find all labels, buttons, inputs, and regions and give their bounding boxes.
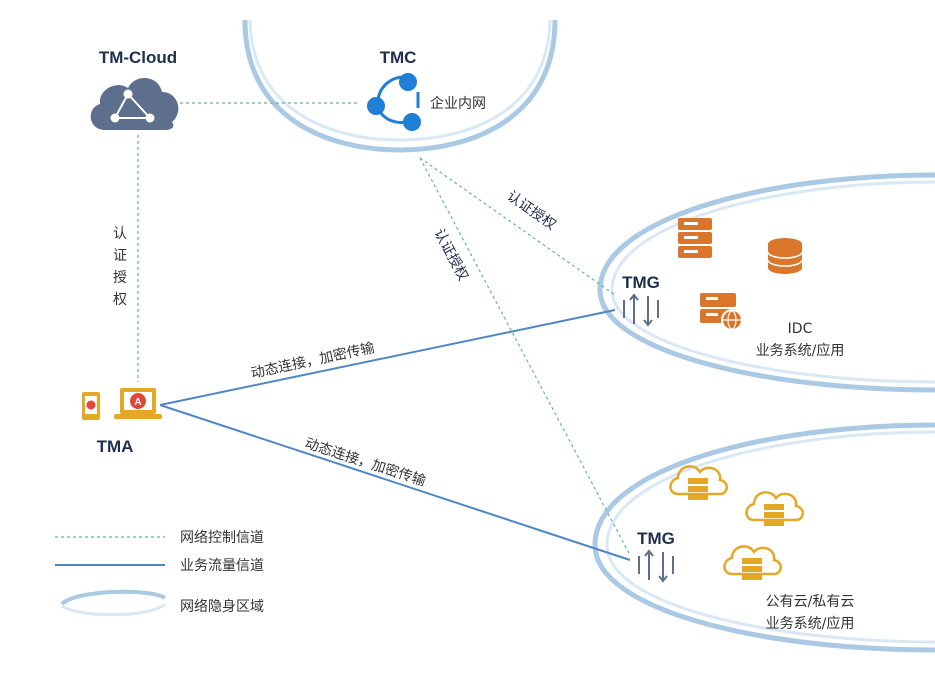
auth-label-cloud-tma: 认 证 授 权 <box>113 226 127 308</box>
svg-text:授: 授 <box>113 270 127 286</box>
gateway-icon <box>623 293 659 327</box>
tm-cloud-title: TM-Cloud <box>99 48 177 67</box>
mobile-app-icon <box>82 392 100 420</box>
auth-label-tmc-tmg-idc: 认证授权 <box>504 188 559 233</box>
tma-node: A TMA <box>82 388 162 456</box>
legend-zone-arc <box>60 589 167 617</box>
cloud-server-icon <box>669 465 728 500</box>
server-rack-icon <box>678 218 712 258</box>
control-line-tmc-tmg-idc <box>419 157 616 296</box>
tmg-cloud-title: TMG <box>637 529 675 548</box>
idc-stealth-zone <box>597 172 935 393</box>
control-channel-lines <box>137 102 631 556</box>
database-icon <box>767 238 803 274</box>
legend: 网络控制信道 业务流量信道 网络隐身区域 <box>55 530 264 617</box>
cloud-stealth-zone <box>592 422 935 653</box>
legend-control-label: 网络控制信道 <box>180 530 264 546</box>
tmg-cloud-node: TMG <box>637 529 675 583</box>
cloud-zone-title: 公有云/私有云 <box>766 594 855 610</box>
tmg-idc-title: TMG <box>622 273 660 292</box>
tmc-intranet-label: 企业内网 <box>430 95 486 112</box>
web-server-icon <box>700 293 743 331</box>
traffic-label-cloud: 动态连接，加密传输 <box>303 435 428 490</box>
share-nodes-icon <box>367 73 421 131</box>
control-line-tmc-tmg-cloud <box>419 157 631 556</box>
laptop-app-icon: A <box>114 388 162 419</box>
svg-text:A: A <box>134 397 141 408</box>
traffic-line-tma-tmg-cloud <box>159 404 631 561</box>
auth-label-tmc-tmg-cloud: 认证授权 <box>430 226 470 283</box>
cloud-server-icon <box>745 491 804 526</box>
traffic-line-tma-tmg-idc <box>159 309 616 406</box>
svg-text:证: 证 <box>113 248 127 264</box>
cloud-zone-subtitle: 业务系统/应用 <box>766 615 855 632</box>
tmc-title: TMC <box>380 48 417 67</box>
legend-zone-label: 网络隐身区域 <box>180 599 264 615</box>
tma-title: TMA <box>97 437 134 456</box>
traffic-label-idc: 动态连接，加密传输 <box>249 339 376 382</box>
cloud-server-icon <box>723 545 782 580</box>
idc-zone-title: IDC <box>788 321 813 337</box>
tmc-stealth-zone <box>242 19 558 153</box>
gateway-icon <box>638 549 674 583</box>
tmc-node: TMC 企业内网 <box>367 48 486 131</box>
idc-zone-subtitle: 业务系统/应用 <box>756 342 845 359</box>
tm-cloud-node: TM-Cloud <box>90 48 179 130</box>
svg-text:权: 权 <box>113 292 127 308</box>
traffic-channel-lines <box>159 309 631 561</box>
tmg-idc-node: TMG <box>622 273 660 327</box>
cloud-network-icon <box>90 77 179 130</box>
legend-traffic-label: 业务流量信道 <box>180 558 264 574</box>
svg-text:认: 认 <box>113 226 127 242</box>
